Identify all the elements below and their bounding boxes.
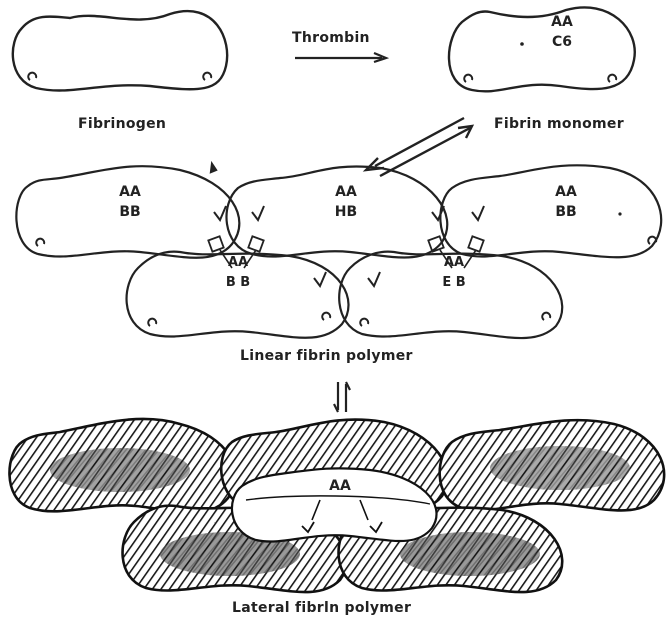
equilibrium-arrows-vertical (334, 382, 350, 412)
monomer-text-bottom: C6 (552, 34, 572, 50)
upper-middle-text-1: AA (335, 184, 357, 200)
lateral-center-text: AA (329, 478, 351, 494)
fibrin-monomer-label: Fibrin monomer (494, 116, 624, 132)
upper-middle-text-2: HB (335, 204, 357, 220)
upper-left-text-2: BB (119, 204, 140, 220)
thrombin-arrow (295, 53, 386, 62)
lateral-polymer (9, 419, 664, 592)
linear-polymer-label: Linear fibrin polymer (240, 348, 413, 364)
monomer-text-top: AA (551, 14, 573, 30)
junction-left-text-1: AA (228, 255, 248, 270)
fibrinogen-label: Fibrinogen (78, 116, 166, 132)
junction-right-text-2: E B (442, 275, 465, 290)
upper-right-text-2: BB (555, 204, 576, 220)
thrombin-label: Thrombin (292, 30, 370, 46)
upper-left-text-1: AA (119, 184, 141, 200)
junction-left-text-2: B B (226, 275, 250, 290)
junction-right-text-1: AA (444, 255, 464, 270)
lateral-polymer-label: Lateral fibrln polymer (232, 600, 411, 616)
fibrin-monomer-molecule (449, 7, 635, 91)
upper-right-monomer (440, 165, 661, 257)
upper-right-text-1: AA (555, 184, 577, 200)
fibrinogen-molecule (13, 11, 227, 90)
